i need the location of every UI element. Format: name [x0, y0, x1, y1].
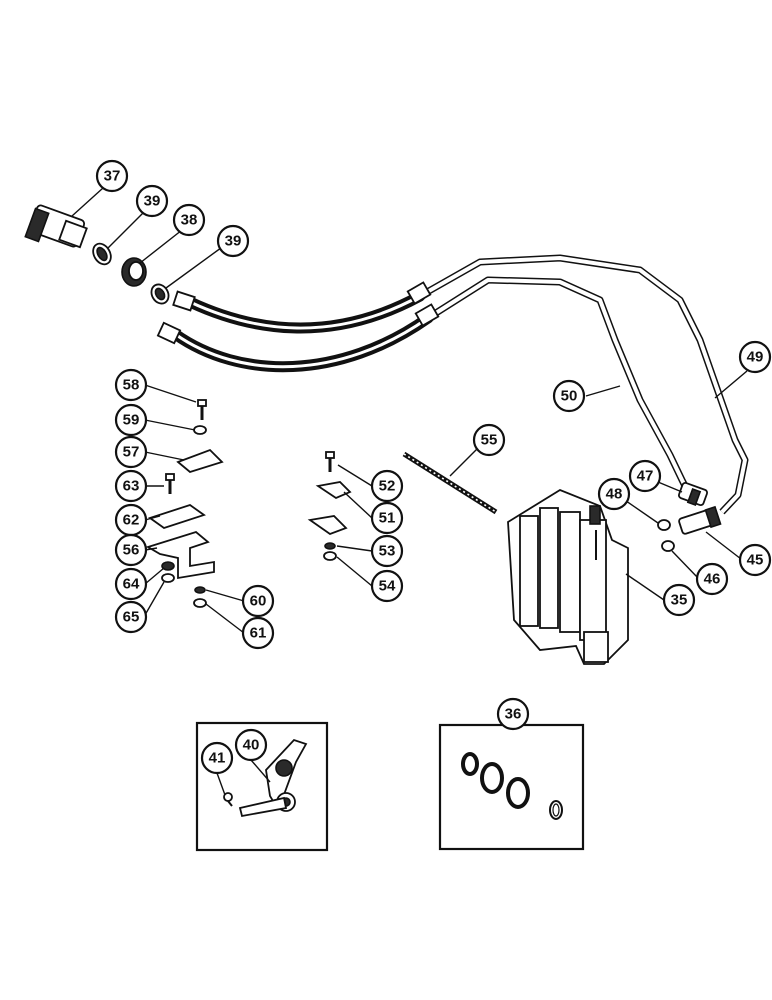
hose-upper — [172, 281, 432, 334]
leader-lines — [71, 187, 748, 796]
callout-39-lower: 39 — [216, 224, 250, 258]
svg-text:56: 56 — [123, 542, 140, 559]
nut-61 — [193, 598, 207, 608]
svg-text:48: 48 — [606, 486, 623, 503]
bolt-63 — [165, 473, 175, 494]
washer-60 — [194, 586, 206, 594]
callout-47: 47 — [628, 459, 662, 493]
washer-59 — [193, 425, 207, 435]
svg-text:57: 57 — [123, 444, 140, 461]
callout-62: 62 — [114, 503, 148, 537]
seal-46 — [661, 540, 675, 552]
ring-38 — [121, 257, 147, 287]
callout-39-upper: 39 — [135, 184, 169, 218]
svg-text:38: 38 — [181, 212, 198, 229]
tie-rod-55 — [402, 451, 498, 515]
callout-38: 38 — [172, 203, 206, 237]
svg-text:65: 65 — [123, 609, 140, 626]
callout-40: 40 — [234, 728, 268, 762]
coupler-37 — [24, 204, 88, 249]
svg-text:46: 46 — [704, 571, 721, 588]
svg-text:50: 50 — [561, 388, 578, 405]
callout-58: 58 — [114, 368, 148, 402]
callout-41: 41 — [200, 741, 234, 775]
steel-tube-49 — [418, 254, 749, 515]
bolt-58 — [197, 399, 207, 420]
clamp-51-upper — [315, 481, 352, 500]
svg-text:35: 35 — [671, 592, 688, 609]
bracket-56 — [145, 530, 215, 580]
elbow-47 — [677, 481, 709, 507]
svg-text:47: 47 — [637, 468, 654, 485]
callout-65: 65 — [114, 600, 148, 634]
svg-text:49: 49 — [747, 349, 764, 366]
control-valve-35 — [507, 488, 629, 665]
svg-text:39: 39 — [225, 233, 242, 250]
svg-text:61: 61 — [250, 625, 267, 642]
callout-60: 60 — [241, 584, 275, 618]
svg-text:58: 58 — [123, 377, 140, 394]
callout-55: 55 — [472, 423, 506, 457]
callout-52: 52 — [370, 469, 404, 503]
svg-text:41: 41 — [209, 750, 226, 767]
callout-49: 49 — [738, 340, 772, 374]
svg-text:53: 53 — [379, 543, 396, 560]
callout-48: 48 — [597, 477, 631, 511]
seal-48 — [657, 519, 671, 531]
svg-text:64: 64 — [123, 576, 140, 593]
callout-61: 61 — [241, 616, 275, 650]
hose-lower — [156, 303, 440, 373]
steel-tube-50 — [426, 276, 692, 494]
seal-39-upper — [92, 242, 112, 266]
callout-50: 50 — [552, 379, 586, 413]
callout-56: 56 — [114, 533, 148, 567]
svg-text:40: 40 — [243, 737, 260, 754]
svg-text:52: 52 — [379, 478, 396, 495]
svg-text:55: 55 — [481, 432, 498, 449]
callout-59: 59 — [114, 403, 148, 437]
callout-64: 64 — [114, 567, 148, 601]
box-handle-kit — [195, 721, 329, 852]
fitting-45 — [678, 505, 722, 535]
callout-53: 53 — [370, 534, 404, 568]
nut-64 — [161, 561, 175, 571]
clamp-62 — [148, 504, 206, 529]
callout-36: 36 — [496, 697, 530, 731]
svg-text:54: 54 — [379, 578, 396, 595]
svg-text:36: 36 — [505, 706, 522, 723]
svg-text:60: 60 — [250, 593, 267, 610]
callout-63: 63 — [114, 469, 148, 503]
callout-35: 35 — [662, 583, 696, 617]
svg-text:45: 45 — [747, 552, 764, 569]
callout-37: 37 — [95, 159, 129, 193]
svg-text:63: 63 — [123, 478, 140, 495]
washer-53 — [324, 542, 336, 550]
clamp-57 — [176, 448, 224, 474]
svg-text:39: 39 — [144, 193, 161, 210]
callout-54: 54 — [370, 569, 404, 603]
callout-57: 57 — [114, 435, 148, 469]
clamp-51-lower — [307, 515, 348, 536]
svg-text:51: 51 — [379, 510, 396, 527]
nut-65 — [161, 573, 175, 583]
bolt-52 — [325, 451, 335, 472]
svg-text:62: 62 — [123, 512, 140, 529]
nut-54 — [323, 551, 337, 561]
box-seal-kit-36 — [438, 723, 585, 851]
callout-46: 46 — [695, 562, 729, 596]
svg-text:59: 59 — [123, 412, 140, 429]
svg-text:37: 37 — [104, 168, 121, 185]
seal-39-lower — [150, 283, 170, 305]
callout-45: 45 — [738, 543, 772, 577]
callout-51: 51 — [370, 501, 404, 535]
